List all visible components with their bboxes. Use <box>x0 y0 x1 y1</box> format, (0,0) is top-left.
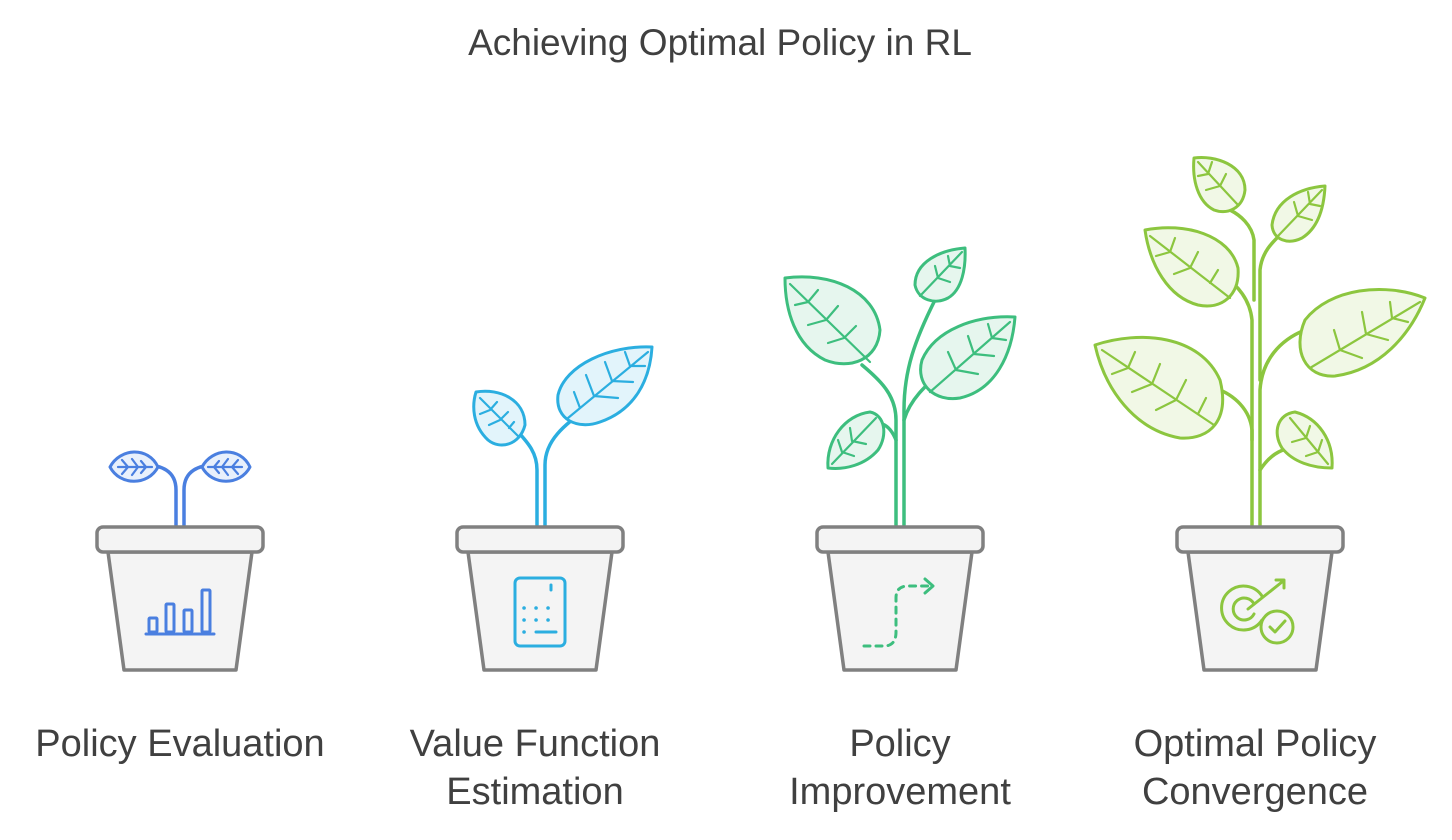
pot <box>815 525 985 672</box>
sprout-icon <box>108 450 252 527</box>
stage-4-label: Optimal Policy Convergence <box>1075 720 1435 816</box>
diagram-title: Achieving Optimal Policy in RL <box>468 22 972 63</box>
bar-chart-icon <box>144 588 216 636</box>
mature-plant-icon <box>1093 155 1427 527</box>
pot <box>455 525 625 672</box>
stage-4-label-line-1: Optimal Policy <box>1133 723 1377 765</box>
stage-4-label-line-2: Convergence <box>1141 771 1369 813</box>
stage-2-plant <box>455 345 654 672</box>
plant-growth-scene <box>95 155 1427 672</box>
stage-1-label: Policy Evaluation <box>0 720 360 768</box>
seedling-icon <box>472 345 654 527</box>
stage-2-label: Value Function Estimation <box>355 720 715 816</box>
dashed-arrow-path-icon <box>862 577 935 648</box>
target-check-icon <box>1220 578 1295 645</box>
pot <box>1175 525 1345 672</box>
stage-3-label: Policy Improvement <box>720 720 1080 816</box>
stage-3-label-line-2: Improvement <box>789 771 1011 813</box>
stage-3-label-line-1: Policy <box>849 723 951 765</box>
stage-1-plant <box>95 450 265 672</box>
stage-1-label-line-1: Policy Evaluation <box>35 723 325 765</box>
stage-2-label-line-1: Value Function <box>409 723 661 765</box>
stage-3-plant <box>783 246 1017 672</box>
stage-2-label-line-2: Estimation <box>446 771 624 813</box>
young-plant-icon <box>783 246 1017 527</box>
calculator-icon <box>513 576 567 648</box>
pot <box>95 525 265 672</box>
stage-4-plant <box>1093 155 1427 672</box>
